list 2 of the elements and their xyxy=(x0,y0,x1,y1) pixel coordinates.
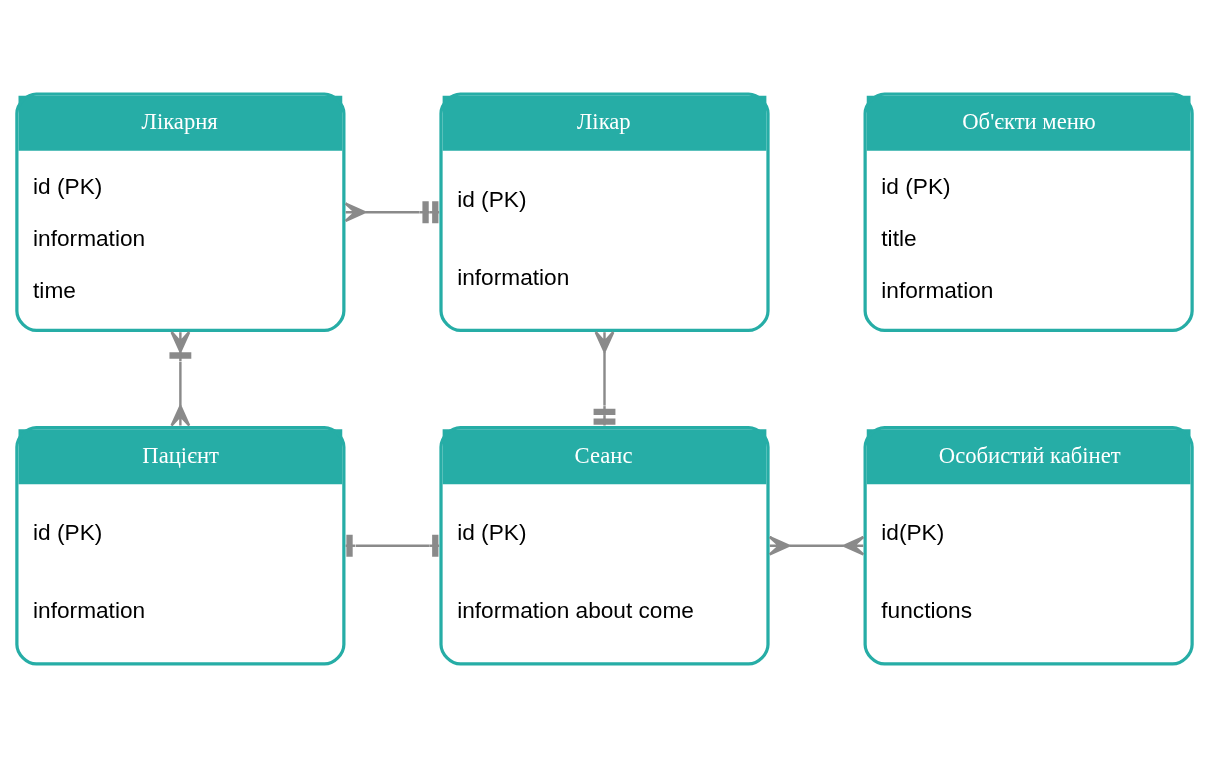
connector xyxy=(169,330,192,427)
connector xyxy=(768,535,865,556)
